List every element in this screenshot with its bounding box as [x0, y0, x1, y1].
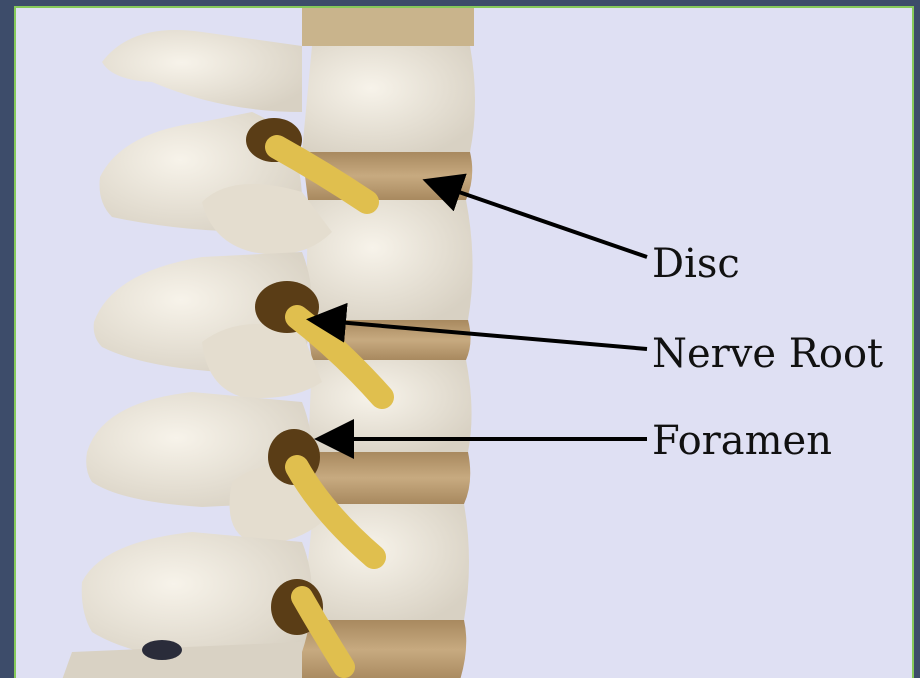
lower-processes: [62, 642, 302, 678]
dark-shadow: [142, 640, 182, 660]
spine-diagram: Disc Nerve Root Foramen: [16, 8, 914, 678]
disc-3: [308, 452, 470, 504]
vertebral-body-1: [302, 8, 474, 46]
label-disc: Disc: [652, 241, 740, 287]
vertebral-body-3: [306, 200, 473, 320]
label-foramen: Foramen: [652, 418, 832, 464]
vertebral-body-2: [302, 46, 475, 152]
spinous-process-1: [102, 30, 302, 112]
diagram-panel: Disc Nerve Root Foramen: [14, 6, 914, 678]
label-nerve-root: Nerve Root: [652, 331, 883, 377]
